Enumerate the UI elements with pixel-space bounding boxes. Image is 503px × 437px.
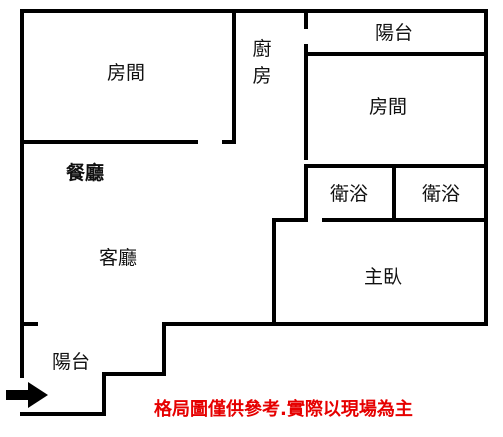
wall-right-block-lower <box>304 168 308 222</box>
wall-balcony-top-divider <box>304 52 488 56</box>
room-dining: 餐廳 <box>66 162 105 184</box>
room-balcony-top: 陽台 <box>375 22 414 44</box>
wall-balcony-right <box>162 322 166 374</box>
wall-balcony-ledge <box>102 372 166 376</box>
wall-outer-top <box>20 9 488 13</box>
room-kitchen: 廚 房 <box>250 36 274 89</box>
room-master-bedroom: 主臥 <box>364 266 403 288</box>
kitchen-label-line2: 房 <box>252 64 272 87</box>
wall-bath-divider <box>392 164 396 222</box>
room-bedroom-top-left: 房間 <box>107 62 146 84</box>
wall-balcony-floor <box>20 412 106 416</box>
wall-kitchen-bottom-stub <box>222 140 236 144</box>
wall-right-block-top <box>304 9 308 29</box>
wall-master-top <box>272 218 304 222</box>
disclaimer-text: 格局圖僅供參考.實際以現場為主 <box>154 399 413 420</box>
wall-balcony-left <box>20 326 24 378</box>
kitchen-label-line1: 廚 <box>252 38 272 60</box>
room-bathroom-2: 衛浴 <box>422 183 461 205</box>
wall-bath-bottom <box>322 218 488 222</box>
wall-bottom-left-stub <box>20 322 38 326</box>
room-balcony-bottom: 陽台 <box>52 351 91 373</box>
room-bedroom-right: 房間 <box>369 96 408 118</box>
wall-balcony-step <box>102 372 106 416</box>
entrance-arrow-icon <box>6 382 48 408</box>
wall-bedroom-right-bottom <box>304 164 488 168</box>
wall-kitchen-left <box>232 9 236 144</box>
wall-right-block-upper <box>304 44 308 160</box>
room-living: 客廳 <box>99 247 138 269</box>
room-bathroom-1: 衛浴 <box>330 183 369 205</box>
wall-bottom-main <box>162 322 488 326</box>
wall-outer-left <box>20 9 24 326</box>
wall-master-left <box>272 218 276 326</box>
wall-bedroom-bottom <box>20 140 198 144</box>
